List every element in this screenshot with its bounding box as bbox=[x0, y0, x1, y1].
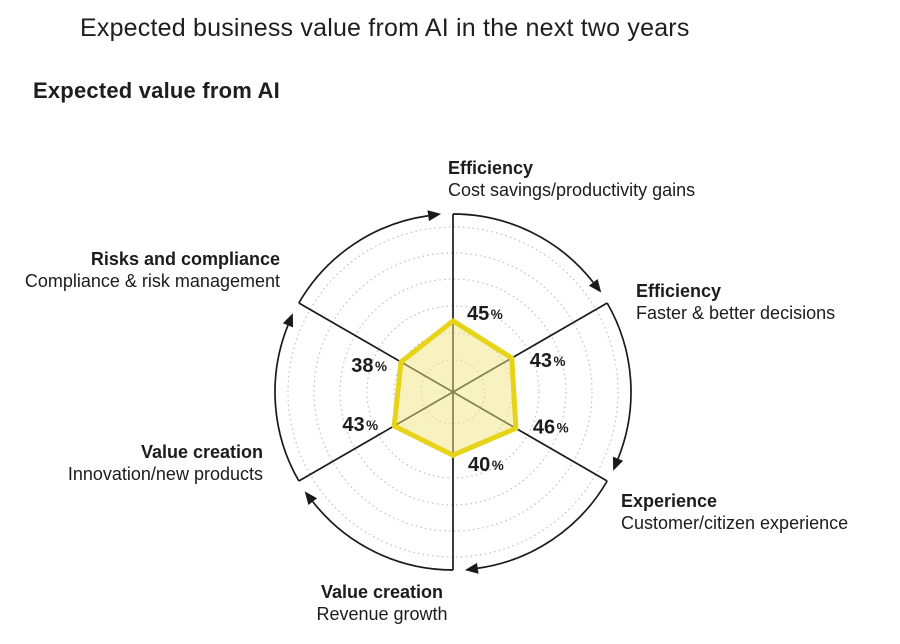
grid-ring bbox=[287, 226, 619, 558]
sector-arrow-arc bbox=[477, 480, 608, 570]
axis-label-experience: Experience Customer/citizen experience bbox=[621, 490, 848, 534]
axis-category: Value creation bbox=[140, 442, 263, 462]
axis-category: Risks and compliance bbox=[90, 249, 280, 269]
value-label: 40% bbox=[468, 454, 504, 476]
value-unit: % bbox=[491, 306, 503, 321]
axis-category: Value creation bbox=[320, 582, 444, 602]
axis-description: Cost savings/productivity gains bbox=[448, 180, 696, 200]
axis-description: Customer/citizen experience bbox=[621, 513, 849, 533]
value-label: 45% bbox=[467, 303, 503, 325]
grid-ring bbox=[313, 252, 593, 532]
value-unit: % bbox=[492, 458, 504, 473]
value-label: 43% bbox=[530, 350, 566, 372]
axis-description: Faster & better decisions bbox=[636, 303, 836, 323]
axis-category: Experience bbox=[621, 491, 718, 511]
axis-label-value-creation-innovation: Value creation Innovation/new products bbox=[68, 441, 263, 485]
arrowhead-icon bbox=[612, 456, 624, 471]
value-unit: % bbox=[375, 359, 387, 374]
arrowhead-icon bbox=[588, 279, 602, 293]
arrowhead-icon bbox=[427, 210, 442, 222]
value-label: 43% bbox=[342, 414, 378, 436]
value-label: 46% bbox=[533, 416, 569, 438]
arrowhead-icon bbox=[304, 491, 318, 505]
sector-arrow-arc bbox=[274, 325, 300, 482]
arrowhead-icon bbox=[464, 562, 479, 574]
value-unit: % bbox=[366, 418, 378, 433]
axis-description: Compliance & risk management bbox=[24, 271, 280, 291]
data-polygon bbox=[391, 318, 519, 458]
sector-arrow-arc bbox=[298, 214, 429, 304]
value-unit: % bbox=[554, 354, 566, 369]
value-label: 38% bbox=[351, 355, 387, 377]
sector-arrow-arc bbox=[452, 213, 594, 283]
grid-ring bbox=[339, 278, 567, 506]
axis-description: Innovation/new products bbox=[67, 464, 263, 484]
axis-category: Efficiency bbox=[636, 281, 722, 301]
axis-label-risks-compliance: Risks and compliance Compliance & risk m… bbox=[25, 248, 280, 292]
axis-category: Efficiency bbox=[448, 158, 534, 178]
sector-arrow-arc bbox=[312, 501, 454, 571]
axis-label-efficiency-decisions: Efficiency Faster & better decisions bbox=[636, 280, 835, 324]
arrowhead-icon bbox=[282, 313, 294, 328]
axis-label-efficiency-cost-savings: Efficiency Cost savings/productivity gai… bbox=[448, 157, 695, 201]
sector-arrow-arc bbox=[606, 302, 632, 459]
value-unit: % bbox=[557, 420, 569, 435]
chart-title: Expected business value from AI in the n… bbox=[80, 14, 690, 42]
axis-description: Revenue growth bbox=[316, 604, 448, 624]
section-title: Expected value from AI bbox=[33, 78, 280, 103]
axis-label-value-creation-revenue: Value creation Revenue growth bbox=[232, 581, 532, 625]
